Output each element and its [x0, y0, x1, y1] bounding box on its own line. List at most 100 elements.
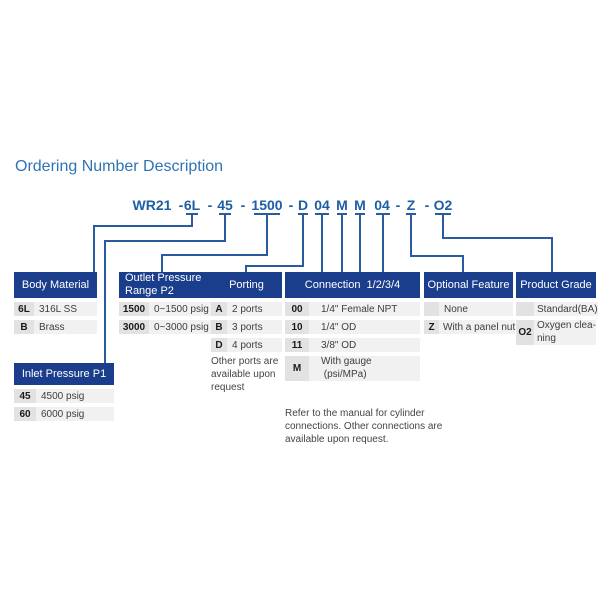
table-row: 1500 0~1500 psig	[119, 302, 212, 316]
order-separator: -	[288, 197, 294, 213]
connector-line	[104, 240, 226, 242]
row-code: Z	[424, 320, 439, 334]
table-row: 60 6000 psig	[14, 407, 114, 421]
order-part-connection-1: 04	[314, 197, 330, 213]
table-row: Standard(BA)	[516, 302, 598, 316]
row-code: 00	[285, 302, 309, 316]
connector-line	[266, 213, 268, 254]
table-product-grade: Product Grade Standard(BA) O2 Oxygen cle…	[516, 272, 598, 345]
connector-line	[245, 265, 247, 274]
order-part-body-material: 6L	[183, 197, 201, 213]
row-code: 45	[14, 389, 36, 403]
row-code: 6L	[14, 302, 34, 316]
connector-line	[245, 265, 304, 267]
order-part-connection-2: M	[336, 197, 348, 213]
table-outlet-pressure: Outlet Pressure Range P2 1500 0~1500 psi…	[119, 272, 212, 334]
connection-note: Refer to the manual for cylinder connect…	[285, 408, 443, 445]
row-label: 2 ports	[227, 302, 282, 316]
row-label: 3/8" OD	[309, 338, 420, 352]
connector-line	[462, 255, 464, 274]
table-header: Optional Feature	[424, 272, 513, 298]
row-code: 10	[285, 320, 309, 334]
connector-line	[341, 213, 343, 274]
row-code: D	[211, 338, 227, 352]
connector-line	[161, 254, 163, 274]
table-header: Body Material	[14, 272, 97, 298]
table-row: 6L 316L SS	[14, 302, 97, 316]
connector-line	[224, 213, 226, 240]
connector-line	[321, 213, 323, 274]
order-separator: -	[395, 197, 401, 213]
table-header: Inlet Pressure P1	[14, 363, 114, 385]
table-header: Product Grade	[516, 272, 596, 298]
order-separator: -	[178, 197, 184, 213]
order-part-product-grade: O2	[433, 197, 453, 213]
row-label: Standard(BA)	[534, 302, 598, 316]
row-label: 3 ports	[227, 320, 282, 334]
order-part-model: WR21	[132, 197, 172, 213]
order-separator: -	[240, 197, 246, 213]
table-row: B 3 ports	[211, 320, 282, 334]
table-row: 00 1/4" Female NPT	[285, 302, 420, 316]
table-row: A 2 ports	[211, 302, 282, 316]
row-label: 4 ports	[227, 338, 282, 352]
row-label: 4500 psig	[36, 389, 114, 403]
row-code: 60	[14, 407, 36, 421]
row-label: Oxygen clea-ning	[534, 320, 596, 345]
row-code: 1500	[119, 302, 149, 316]
connector-line	[161, 254, 268, 256]
table-porting: Porting A 2 ports B 3 ports D 4 ports	[211, 272, 282, 352]
table-row: D 4 ports	[211, 338, 282, 352]
row-label: 1/4" Female NPT	[309, 302, 420, 316]
table-header: Outlet Pressure Range P2	[119, 272, 212, 298]
row-label: Brass	[34, 320, 97, 334]
table-row: None	[424, 302, 513, 316]
row-code	[516, 302, 534, 316]
connector-line	[442, 213, 444, 239]
row-label: None	[439, 302, 513, 316]
connector-line	[359, 213, 361, 274]
row-label: 0~1500 psig	[149, 302, 212, 316]
table-inlet-pressure: Inlet Pressure P1 45 4500 psig 60 6000 p…	[14, 363, 114, 421]
page-title: Ordering Number Description	[15, 158, 224, 175]
row-label: 316L SS	[34, 302, 97, 316]
order-part-optional-feature: Z	[406, 197, 416, 213]
order-part-inlet-pressure: 45	[217, 197, 233, 213]
row-code: M	[285, 356, 309, 381]
table-body-material: Body Material 6L 316L SS B Brass	[14, 272, 97, 334]
row-code: O2	[516, 320, 534, 345]
connector-line	[382, 213, 384, 274]
table-connection: Connection 1/2/3/4 00 1/4" Female NPT 10…	[285, 272, 420, 381]
row-code: A	[211, 302, 227, 316]
table-row: 11 3/8" OD	[285, 338, 420, 352]
table-row: 3000 0~3000 psig	[119, 320, 212, 334]
row-label: 1/4" OD	[309, 320, 420, 334]
row-label: 6000 psig	[36, 407, 114, 421]
row-label: With a panel nut	[439, 320, 516, 334]
connector-line	[104, 240, 106, 364]
table-header: Connection 1/2/3/4	[285, 272, 420, 298]
row-code	[424, 302, 439, 316]
order-part-connection-3: M	[354, 197, 366, 213]
connector-line	[410, 213, 412, 257]
table-row: Z With a panel nut	[424, 320, 516, 334]
table-row: 10 1/4" OD	[285, 320, 420, 334]
table-header: Porting	[211, 272, 282, 298]
order-separator: -	[207, 197, 213, 213]
order-part-connection-4: 04	[374, 197, 390, 213]
table-row: 45 4500 psig	[14, 389, 114, 403]
connector-line	[410, 255, 464, 257]
order-part-outlet-pressure: 1500	[251, 197, 283, 213]
table-row: B Brass	[14, 320, 97, 334]
connector-line	[551, 237, 553, 274]
row-label: With gauge (psi/MPa)	[309, 356, 420, 381]
row-code: 3000	[119, 320, 149, 334]
table-row: O2 Oxygen clea-ning	[516, 320, 596, 345]
porting-note: Other ports are available upon request	[211, 356, 279, 393]
connector-line	[93, 225, 193, 227]
row-code: 11	[285, 338, 309, 352]
order-separator: -	[424, 197, 430, 213]
connector-line	[442, 237, 553, 239]
connector-line	[302, 213, 304, 265]
